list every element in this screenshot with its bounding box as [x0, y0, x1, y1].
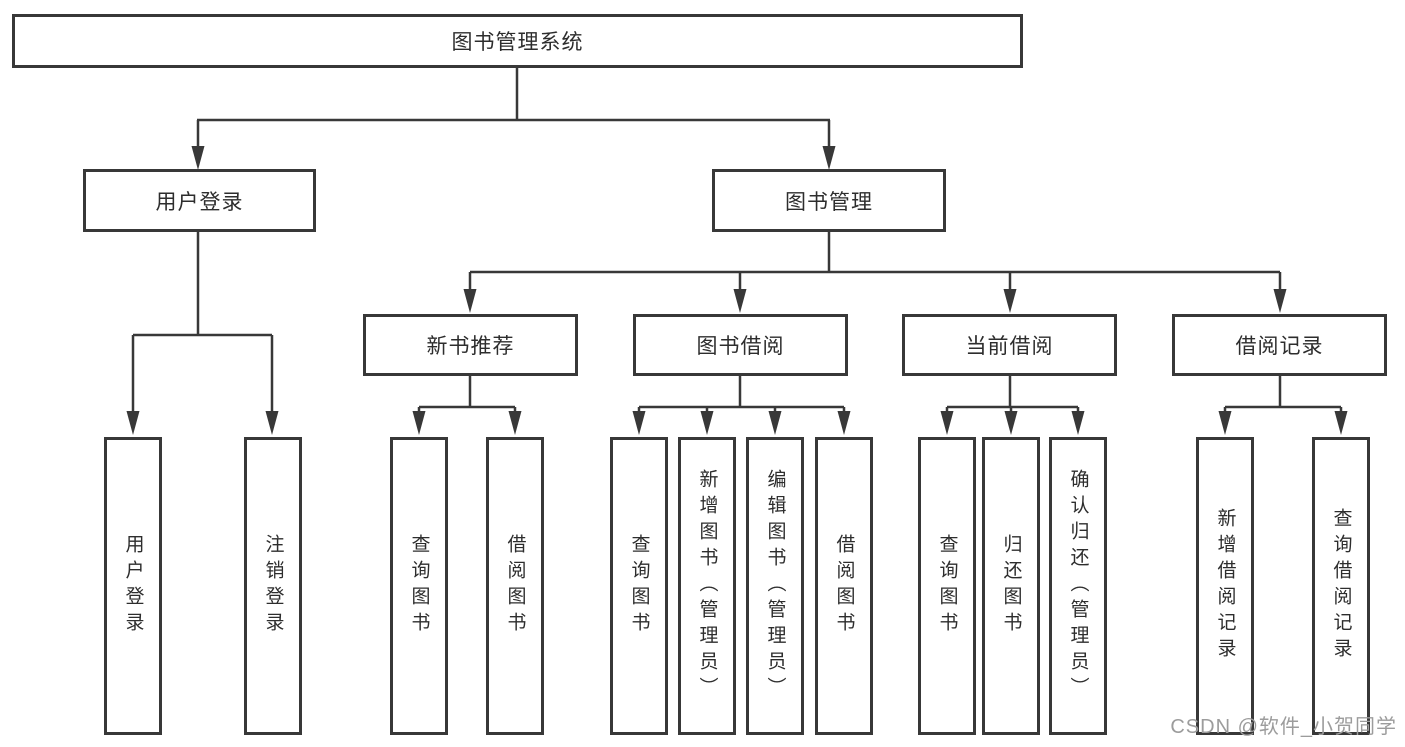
node-label: 查询借阅记录 — [1330, 508, 1352, 664]
node-label: 用户登录 — [122, 534, 144, 638]
leaf-cb-confirm-return-admin: 确认归还（管理员） — [1049, 437, 1107, 735]
leaf-br-query-borrow-record: 查询借阅记录 — [1312, 437, 1370, 735]
leaf-nbr-borrow-books: 借阅图书 — [486, 437, 544, 735]
leaf-cb-query-books: 查询图书 — [918, 437, 976, 735]
node-label: 新增借阅记录 — [1214, 508, 1236, 664]
csdn-watermark: CSDN @软件_小贺同学 — [1170, 716, 1397, 738]
node-label: 借阅记录 — [1235, 335, 1324, 358]
node-label: 查询图书 — [408, 534, 430, 638]
node-label: 新书推荐 — [426, 335, 515, 358]
node-label: 查询图书 — [628, 534, 650, 638]
node-library-management-system: 图书管理系统 — [12, 14, 1023, 68]
node-book-management: 图书管理 — [712, 169, 946, 232]
arrowheads — [126, 146, 1348, 435]
leaf-bb-edit-books-admin: 编辑图书（管理员） — [746, 437, 804, 735]
node-user-login: 用户登录 — [83, 169, 316, 232]
node-label: 归还图书 — [1000, 534, 1022, 638]
leaf-user-login: 用户登录 — [104, 437, 162, 735]
node-label: 借阅图书 — [833, 534, 855, 638]
node-label: 用户登录 — [155, 190, 244, 214]
leaf-br-add-borrow-record: 新增借阅记录 — [1196, 437, 1254, 735]
node-label: 当前借阅 — [965, 335, 1054, 358]
node-label: 注销登录 — [262, 534, 284, 638]
node-label: 查询图书 — [936, 534, 958, 638]
leaf-bb-borrow-books: 借阅图书 — [815, 437, 873, 735]
leaf-bb-query-books: 查询图书 — [610, 437, 668, 735]
node-label: 新增图书（管理员） — [696, 469, 718, 703]
node-label: 图书管理系统 — [451, 31, 584, 54]
node-label: 借阅图书 — [504, 534, 526, 638]
node-label: 确认归还（管理员） — [1067, 469, 1089, 703]
node-current-borrowing: 当前借阅 — [902, 314, 1117, 376]
node-label: 图书管理 — [785, 190, 873, 214]
node-label: 图书借阅 — [696, 335, 785, 358]
node-borrowing-records: 借阅记录 — [1172, 314, 1387, 376]
node-label: 编辑图书（管理员） — [764, 469, 786, 703]
node-new-book-recommendation: 新书推荐 — [363, 314, 578, 376]
leaf-logout: 注销登录 — [244, 437, 302, 735]
leaf-cb-return-books: 归还图书 — [982, 437, 1040, 735]
leaf-bb-add-books-admin: 新增图书（管理员） — [678, 437, 736, 735]
node-book-borrowing: 图书借阅 — [633, 314, 848, 376]
leaf-nbr-query-books: 查询图书 — [390, 437, 448, 735]
